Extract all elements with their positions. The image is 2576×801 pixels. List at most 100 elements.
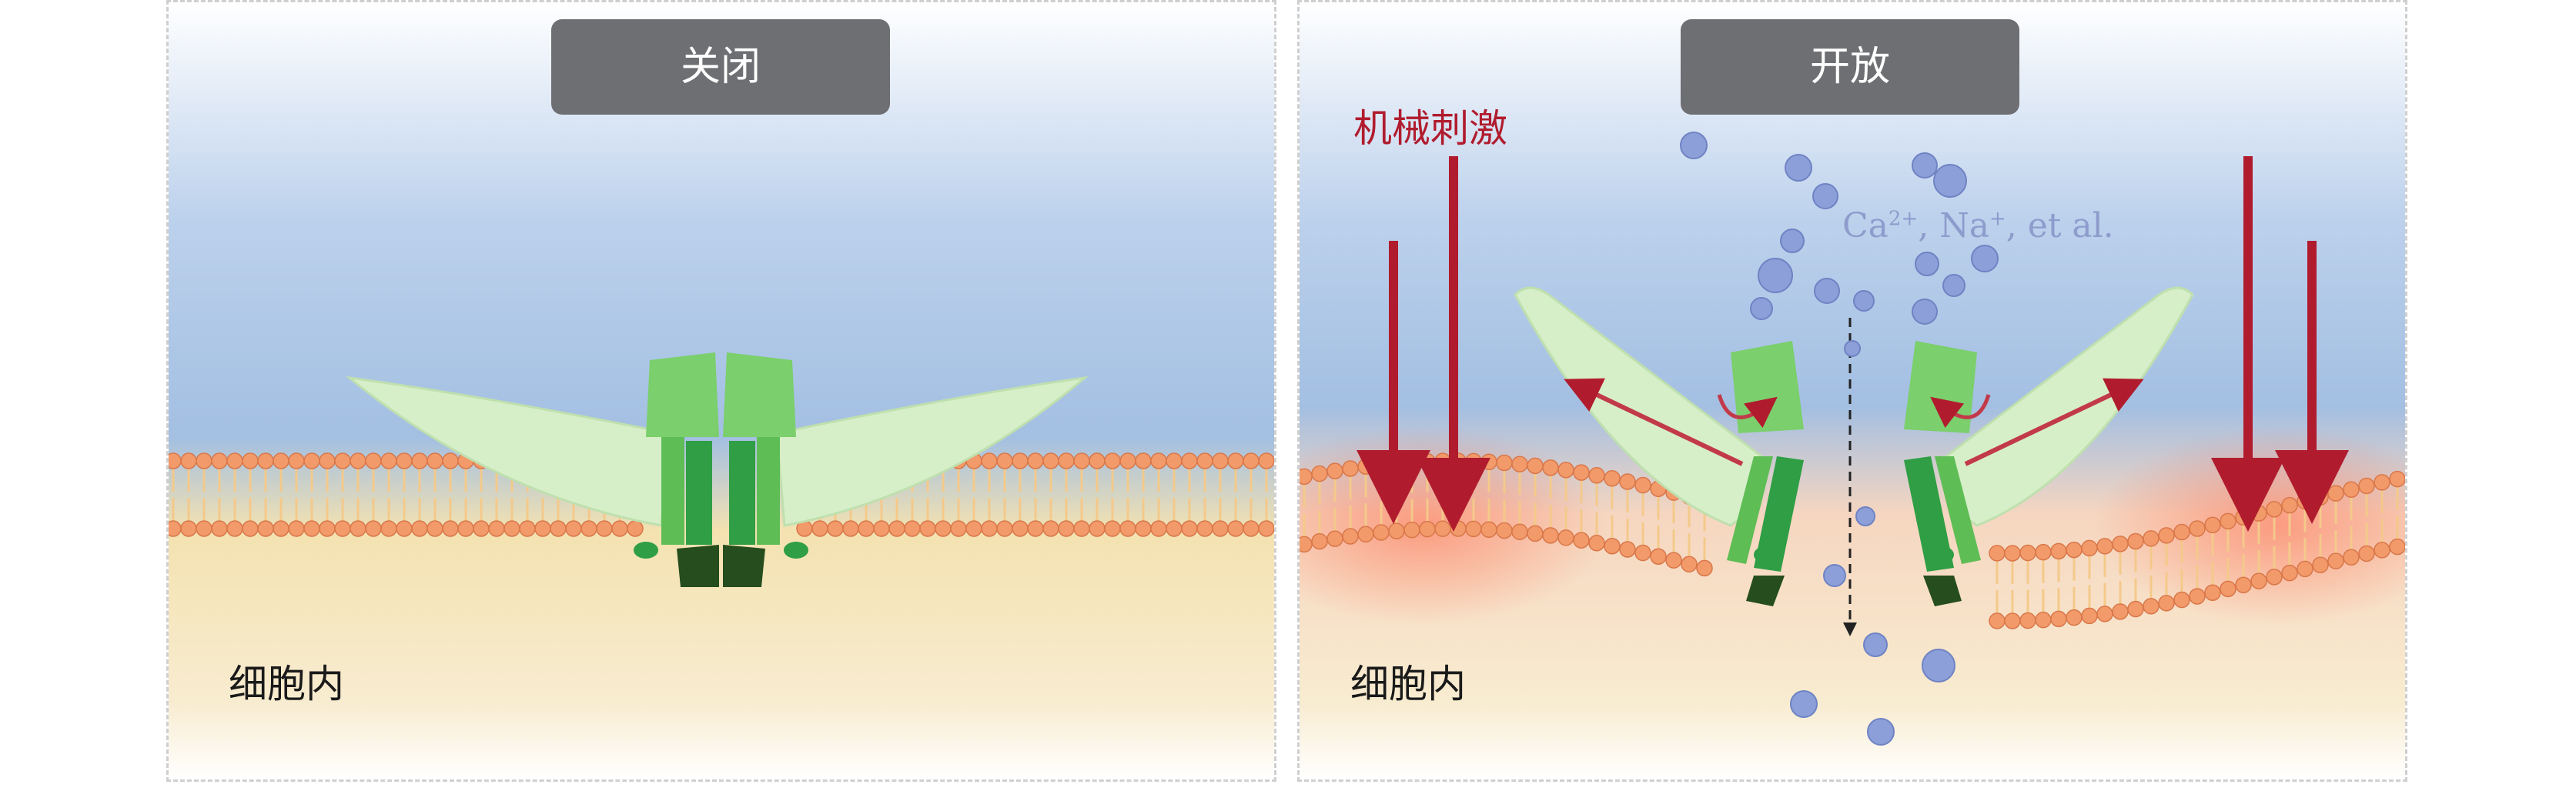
lipid-head — [1058, 452, 1075, 469]
lipid-head — [1511, 523, 1528, 540]
lipid-head — [2158, 595, 2175, 612]
lipid-head — [1073, 520, 1090, 537]
helix-inner-right — [1904, 456, 1954, 572]
lipid-head — [627, 520, 644, 537]
lipid-head — [1419, 452, 1436, 470]
lipid-head — [257, 452, 274, 469]
ion — [1933, 164, 1967, 198]
lipid-head — [2281, 564, 2298, 582]
lipid-head — [2312, 556, 2329, 573]
lipid-head — [2173, 523, 2190, 541]
closed-channel — [634, 352, 808, 587]
ion — [1867, 718, 1895, 746]
lipid-head — [565, 520, 582, 537]
helix-outer-right — [757, 437, 780, 545]
ion — [1855, 506, 1875, 526]
lipid-head — [2112, 536, 2129, 552]
lipid-head — [1604, 538, 1621, 555]
lipid-head — [427, 452, 443, 469]
lipid-head — [1342, 528, 1359, 545]
lipid-head — [1212, 452, 1229, 469]
lipid-head — [1104, 520, 1121, 537]
blade-tilt-arrow-right — [1964, 378, 2144, 466]
cap-right — [1904, 341, 1977, 433]
lipid-head — [1511, 456, 1528, 472]
lipid-head — [427, 520, 443, 537]
lipid-head — [1012, 520, 1029, 537]
lipid-head — [2204, 584, 2221, 602]
ion — [1863, 632, 1888, 657]
lipid-head — [2389, 470, 2405, 488]
cap-left — [1731, 341, 1804, 433]
lipid-head — [2266, 569, 2283, 586]
lipid-head — [1403, 453, 1420, 471]
lipid-head — [365, 452, 382, 469]
lipid-head — [1326, 530, 1343, 547]
lipid-head — [1258, 520, 1274, 537]
helix-outer-right — [1935, 456, 1981, 564]
lipid-head — [1166, 452, 1183, 469]
lipid-head — [334, 520, 351, 537]
background — [169, 2, 1274, 779]
base-right — [723, 545, 765, 587]
right-blade — [775, 375, 1089, 527]
lipid-head — [858, 520, 875, 537]
ion — [1812, 183, 1838, 209]
lipid-head — [1119, 520, 1136, 537]
anchor-left — [1754, 546, 1777, 563]
lipid-head — [1696, 559, 1713, 577]
anchor-left — [634, 542, 658, 559]
lipid-head — [180, 520, 197, 537]
lipid-head — [1166, 520, 1183, 537]
lipid-head — [211, 520, 228, 537]
lipid-head — [2081, 539, 2098, 557]
lipid-head — [1357, 526, 1374, 543]
lipid-head — [273, 452, 289, 469]
lipid-head — [888, 520, 905, 537]
ion — [1971, 245, 1999, 272]
lipid-head — [1227, 520, 1244, 537]
lipid-head — [2374, 474, 2390, 491]
ion — [1844, 340, 1861, 357]
lipid-head — [2004, 612, 2021, 629]
anchor-right — [784, 542, 808, 559]
ion — [1680, 132, 1708, 159]
lipid-head — [211, 452, 228, 469]
lipid-head — [580, 520, 597, 537]
lipid-head — [1542, 527, 1559, 544]
lipid-head — [2312, 489, 2329, 506]
lipid-head — [1357, 458, 1374, 476]
lipid-head — [827, 520, 844, 537]
lipid-head — [873, 520, 890, 537]
lipid-head — [2019, 544, 2036, 562]
ion — [1780, 229, 1805, 253]
ion — [1922, 649, 1955, 683]
ion — [1942, 274, 1965, 297]
lipid-head — [2389, 538, 2405, 556]
lipid-head — [1326, 462, 1343, 479]
lipid-head — [1542, 459, 1559, 476]
helix-inner-left — [686, 441, 712, 545]
lipid-head — [1150, 452, 1167, 469]
open-state-panel: 开放 机械刺激 Ca2+, Na+, et al. 细胞内 — [1297, 0, 2407, 782]
lipid-head — [1150, 520, 1167, 537]
lipid-head — [442, 452, 459, 469]
lipid-head — [2343, 481, 2360, 498]
closed-state-title: 关闭 — [551, 19, 890, 115]
lipid-head — [1311, 465, 1328, 482]
lipid-head — [842, 520, 859, 537]
sodium-charge: + — [1989, 207, 2006, 231]
lipid-head — [1465, 520, 1482, 538]
mechanical-stimulus-label: 机械刺激 — [1353, 106, 1507, 151]
lipid-head — [596, 520, 613, 537]
lipid-head — [1181, 520, 1198, 537]
lipid-head — [2035, 611, 2052, 629]
ion — [1823, 564, 1846, 587]
lipid-head — [273, 520, 289, 537]
lipid-head — [1058, 520, 1075, 537]
ion — [1912, 152, 1938, 179]
lipid-head — [996, 520, 1013, 537]
lipid-head — [1681, 556, 1698, 572]
lipid-head — [2050, 610, 2067, 628]
lipid-head — [2189, 520, 2206, 537]
